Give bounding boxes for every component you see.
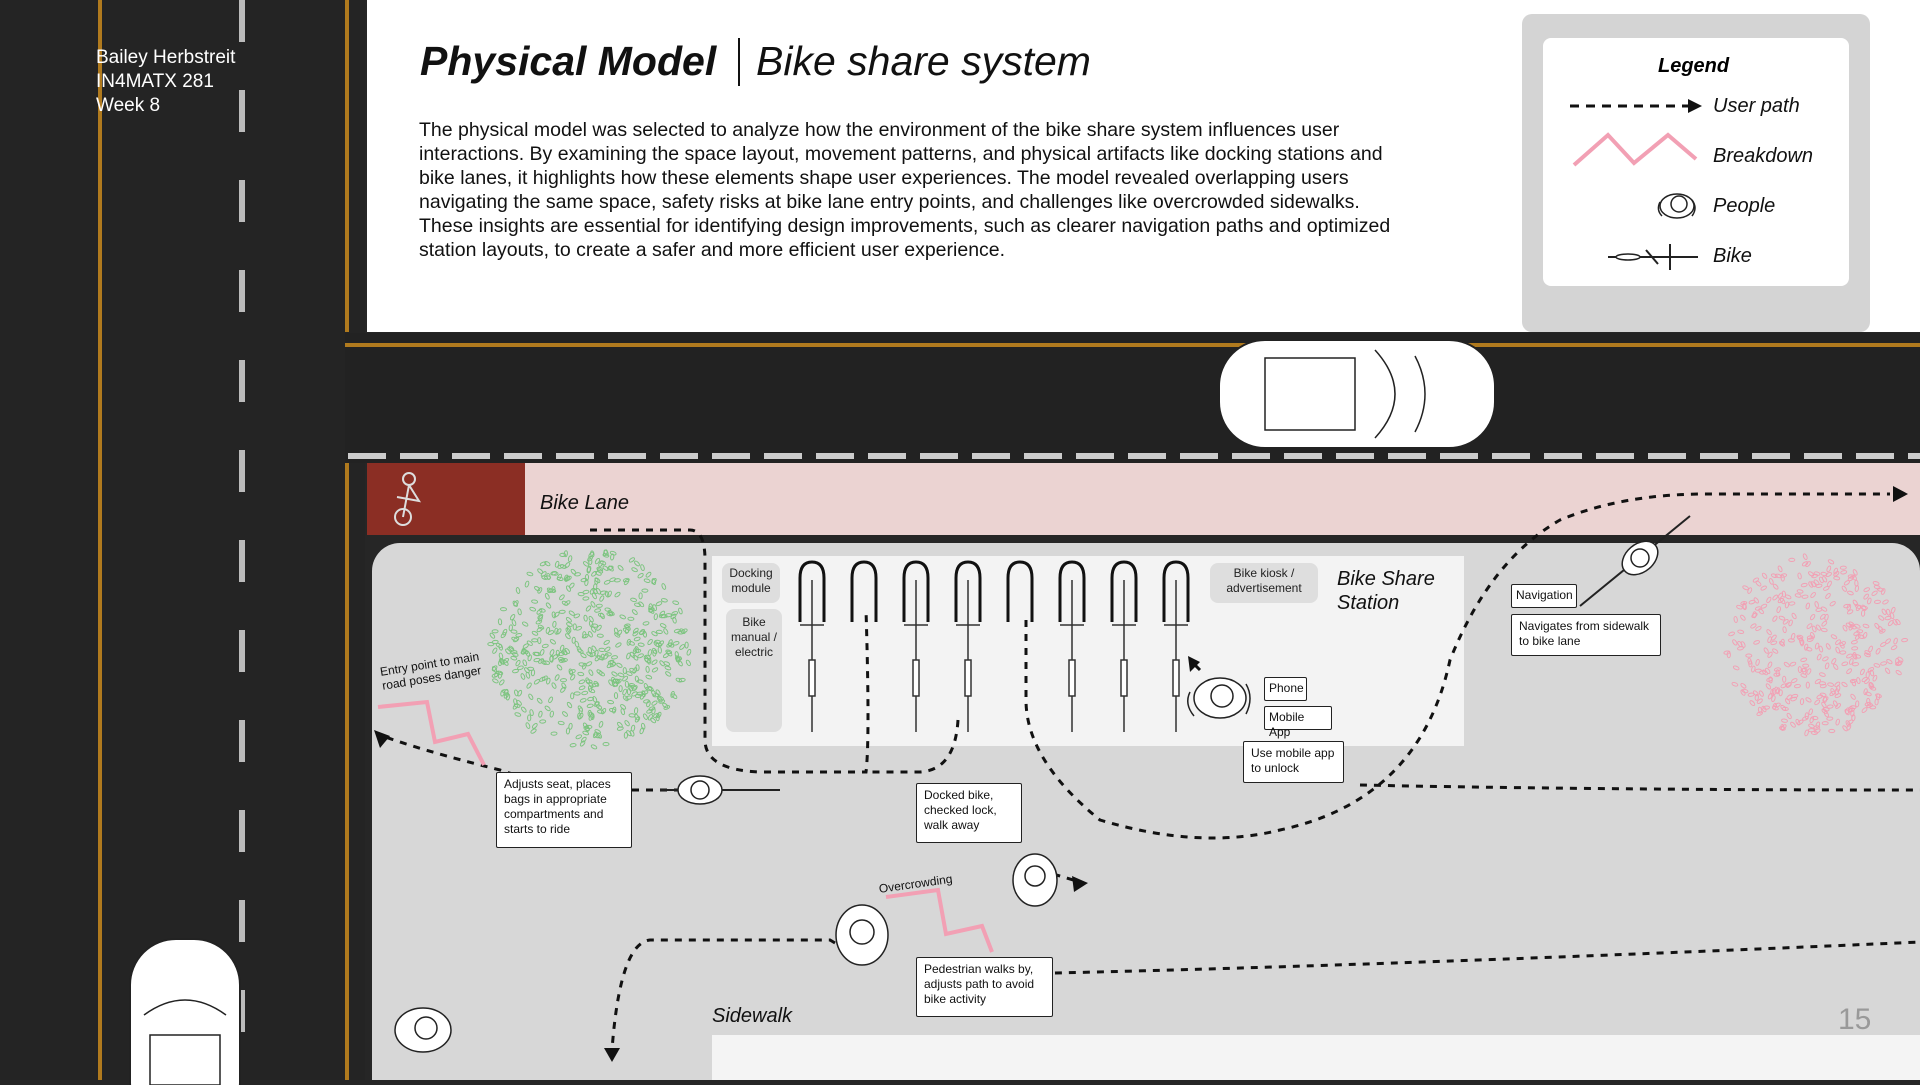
note-phone: Phone bbox=[1264, 677, 1307, 701]
note-navigates: Navigates from sidewalk to bike lane bbox=[1511, 614, 1661, 656]
horizontal-road bbox=[345, 333, 1920, 463]
docked-bike bbox=[1164, 580, 1188, 732]
car-top bbox=[1218, 339, 1496, 449]
page-number: 15 bbox=[1838, 1003, 1872, 1036]
course-code: IN4MATX 281 bbox=[96, 71, 214, 92]
lower-panel bbox=[712, 1035, 1920, 1080]
note-navigation: Navigation bbox=[1511, 584, 1577, 608]
page-subtitle: Bike share system bbox=[756, 38, 1091, 84]
title-separator bbox=[738, 38, 740, 86]
path-arrowhead bbox=[374, 730, 390, 748]
docked-bike bbox=[1060, 580, 1084, 732]
legend-label-people: People bbox=[1713, 195, 1776, 217]
bike-lane-bike-icon bbox=[394, 472, 422, 526]
docked-bike bbox=[1112, 580, 1136, 732]
zigzag-icon bbox=[1572, 132, 1698, 167]
week-label: Week 8 bbox=[96, 95, 161, 116]
breakdown-zigzag-entry bbox=[377, 699, 486, 766]
description-paragraph: The physical model was selected to analy… bbox=[419, 119, 1391, 261]
legend-panel bbox=[1543, 38, 1849, 286]
note-use-app: Use mobile app to unlock bbox=[1243, 741, 1344, 783]
legend-title: Legend bbox=[1658, 55, 1730, 77]
legend-label-user-path: User path bbox=[1713, 95, 1800, 117]
docked-bike bbox=[956, 580, 980, 732]
bike-share-station bbox=[712, 556, 1464, 746]
crowd-area bbox=[1723, 553, 1909, 737]
person-walking-away-icon bbox=[1012, 853, 1058, 907]
person-unlocking-icon bbox=[1187, 677, 1251, 719]
note-mobile-app: Mobile App bbox=[1264, 706, 1332, 739]
note-adjusts-seat: Adjusts seat, places bags in appropriate… bbox=[496, 772, 632, 848]
docked-bike bbox=[904, 580, 928, 732]
road-yellow-line bbox=[98, 0, 102, 1080]
bike-lane-area bbox=[367, 463, 1920, 535]
path-arrowhead bbox=[1188, 656, 1200, 672]
bike-lane-marker bbox=[367, 463, 525, 535]
bike-lane-label: Bike Lane bbox=[540, 492, 629, 514]
legend-label-bike: Bike bbox=[1713, 245, 1752, 267]
cyclist-navigating-icon bbox=[1579, 515, 1691, 607]
bike-type-label: Bike manual / electric bbox=[726, 609, 782, 732]
person-icon bbox=[1657, 193, 1696, 219]
author-name: Bailey Herbstreit bbox=[96, 47, 236, 68]
page-title: Physical Model bbox=[420, 38, 717, 84]
sidewalk-label: Sidewalk bbox=[712, 1005, 793, 1027]
road-yellow-line bbox=[345, 462, 349, 1080]
person-adjusting-seat-icon bbox=[660, 775, 780, 805]
dashed-arrow-icon bbox=[1570, 99, 1702, 113]
bike-icon bbox=[1608, 244, 1698, 270]
path-arrowhead bbox=[1072, 876, 1088, 892]
vertical-road bbox=[0, 0, 365, 1080]
docked-bike bbox=[800, 580, 824, 732]
author-info: Bailey Herbstreit IN4MATX 281 Week 8 bbox=[96, 46, 235, 118]
tree-canopy bbox=[487, 549, 692, 750]
breakdown-zigzag-overcrowding bbox=[885, 887, 994, 953]
bike-kiosk-label: Bike kiosk / advertisement bbox=[1210, 563, 1318, 603]
station-label: Bike Share Station bbox=[1337, 568, 1435, 614]
path-arrowhead bbox=[604, 1048, 620, 1062]
note-docked-bike: Docked bike, checked lock, walk away bbox=[916, 783, 1022, 843]
pedestrian-icon bbox=[835, 904, 889, 966]
car-bottom bbox=[129, 938, 241, 1085]
legend-label-breakdown: Breakdown bbox=[1713, 145, 1814, 167]
path-arrowhead bbox=[1893, 486, 1908, 502]
note-pedestrian: Pedestrian walks by, adjusts path to avo… bbox=[916, 957, 1053, 1017]
docking-module-label: Docking module bbox=[722, 563, 780, 603]
person-corner-icon bbox=[394, 1007, 452, 1053]
road-yellow-line bbox=[345, 0, 349, 332]
